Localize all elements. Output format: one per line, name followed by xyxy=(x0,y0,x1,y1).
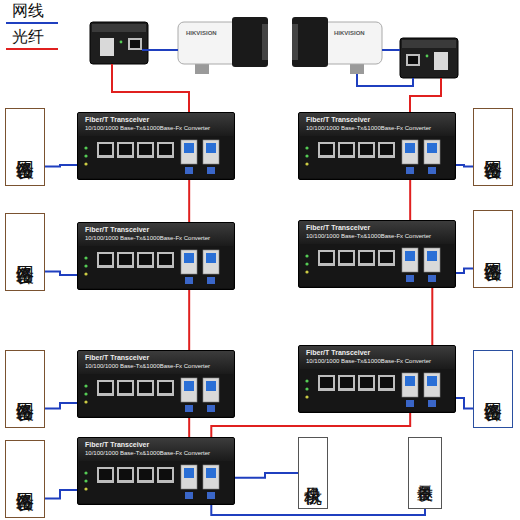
network-device-box: 网络设备 xyxy=(473,210,513,288)
network-device-box: 网络设备 xyxy=(5,350,45,428)
device-model: 10/100/1000 Base-Tx&1000Base-Fx Converte… xyxy=(85,125,210,131)
network-cable-link xyxy=(45,490,77,498)
camera-mount xyxy=(195,62,209,74)
network-device-box: 网络设备 xyxy=(473,350,513,428)
device-model: 10/100/1000 Base-Tx&1000Base-Fx Converte… xyxy=(85,363,210,369)
network-cable xyxy=(142,49,178,51)
recorder-box: 录像机 xyxy=(298,437,328,509)
media-converter-switch: Fiber/T Transceiver 10/100/1000 Base-Tx&1… xyxy=(298,112,456,180)
camera-body xyxy=(178,22,240,64)
fiber-cable xyxy=(410,78,441,112)
device-model: 10/100/1000 Base-Tx&1000Base-Fx Converte… xyxy=(85,450,210,456)
rj45-port xyxy=(130,40,140,48)
network-device-box: 网络设备 xyxy=(5,108,45,186)
camera-mount xyxy=(350,62,364,74)
fiber-link xyxy=(431,288,433,345)
fiber-port xyxy=(100,38,114,56)
status-led xyxy=(426,55,429,58)
device-title: Fiber/T Transceiver xyxy=(85,354,149,361)
media-converter xyxy=(92,24,146,32)
camera-body xyxy=(320,22,382,64)
network-cable-link xyxy=(235,473,298,478)
device-title: Fiber/T Transceiver xyxy=(306,349,370,356)
brand-label: HIKVISION xyxy=(186,30,217,36)
switch-ports xyxy=(79,374,233,416)
camera-hood xyxy=(232,17,268,67)
media-converter xyxy=(90,22,148,64)
media-converter-switch: Fiber/T Transceiver 10/100/1000 Base-Tx&1… xyxy=(77,350,235,418)
media-converter-switch: Fiber/T Transceiver 10/100/1000 Base-Tx&1… xyxy=(77,222,235,290)
device-title: Fiber/T Transceiver xyxy=(85,116,149,123)
legend-text: 光纤 xyxy=(12,29,44,45)
fiber-link xyxy=(188,290,190,350)
network-cable xyxy=(357,74,413,86)
switch-ports xyxy=(79,246,233,288)
network-cable-link xyxy=(45,165,77,166)
device-model: 10/100/1000 Base-Tx&1000Base-Fx Converte… xyxy=(85,235,210,241)
status-led xyxy=(120,41,123,44)
fiber-port xyxy=(434,52,448,70)
network-cable-link xyxy=(211,505,425,515)
switch-ports xyxy=(79,461,233,503)
device-title: Fiber/T Transceiver xyxy=(85,441,149,448)
rj45-port xyxy=(406,54,420,66)
media-converter xyxy=(400,38,458,78)
network-cable-link xyxy=(456,165,473,166)
device-model: 10/100/1000 Base-Tx&1000Base-Fx Converte… xyxy=(306,233,431,239)
rj45-port xyxy=(408,56,418,64)
switch-ports xyxy=(300,244,454,286)
network-cable-link xyxy=(45,272,77,276)
network-cable-link xyxy=(456,269,473,274)
switch-ports xyxy=(300,136,454,178)
camera-hood xyxy=(292,17,328,67)
display-box: 显示设备 xyxy=(408,437,442,509)
fiber-link xyxy=(211,413,410,437)
device-title: Fiber/T Transceiver xyxy=(85,226,149,233)
network-device-box: 网络设备 xyxy=(5,213,45,291)
legend-line-sample xyxy=(6,22,58,24)
legend-line-sample xyxy=(6,48,58,50)
device-title: Fiber/T Transceiver xyxy=(306,116,370,123)
fiber-link xyxy=(409,180,411,220)
fiber-link xyxy=(188,418,190,437)
network-device-box: 网络设备 xyxy=(5,440,45,518)
network-cable xyxy=(382,49,400,51)
network-cable-link xyxy=(45,403,77,408)
media-converter-switch: Fiber/T Transceiver 10/100/1000 Base-Tx&1… xyxy=(77,437,235,505)
network-cable-link xyxy=(456,398,473,408)
switch-ports xyxy=(79,136,233,178)
media-converter-switch: Fiber/T Transceiver 10/100/1000 Base-Tx&1… xyxy=(298,220,456,288)
device-title: Fiber/T Transceiver xyxy=(306,224,370,231)
camera-lens xyxy=(292,24,298,60)
device-model: 10/100/1000 Base-Tx&1000Base-Fx Converte… xyxy=(306,358,431,364)
device-model: 10/100/1000 Base-Tx&1000Base-Fx Converte… xyxy=(306,125,431,131)
media-converter-switch: Fiber/T Transceiver 10/100/1000 Base-Tx&1… xyxy=(77,112,235,180)
fiber-link xyxy=(188,180,190,222)
legend-text: 网线 xyxy=(12,3,44,19)
media-converter xyxy=(402,40,456,48)
rj45-port xyxy=(128,38,142,50)
fiber-cable xyxy=(112,64,189,112)
switch-ports xyxy=(300,369,454,411)
brand-label: HIKVISION xyxy=(334,30,365,36)
camera-lens xyxy=(262,24,268,60)
network-device-box: 网络设备 xyxy=(473,108,513,186)
media-converter-switch: Fiber/T Transceiver 10/100/1000 Base-Tx&1… xyxy=(298,345,456,413)
